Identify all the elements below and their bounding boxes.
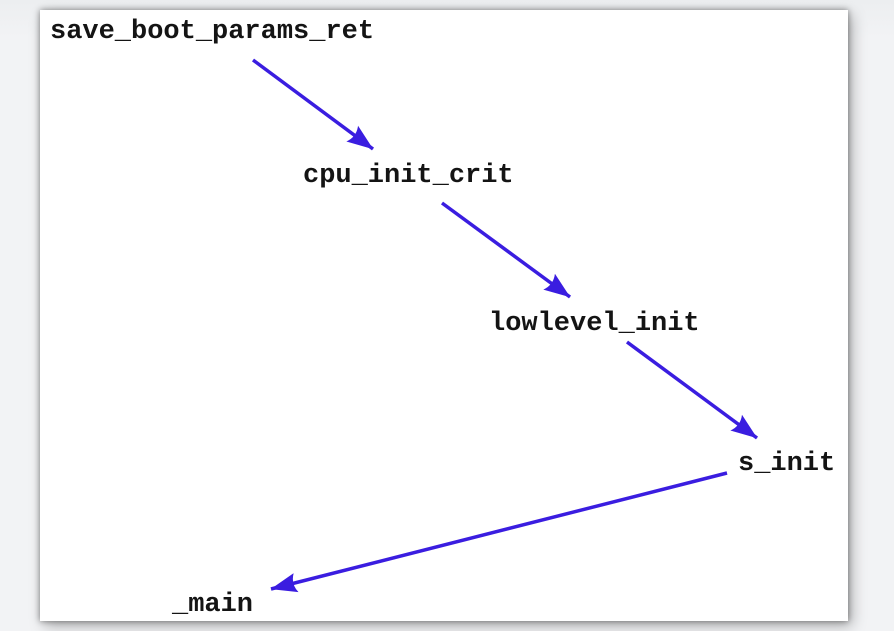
arrow-lowlevel_init-to-s_init [625,340,759,440]
node-label-_main: _main [172,590,254,620]
node-label-s_init: s_init [738,449,836,479]
arrow-save_boot_params_ret-to-cpu_init_crit [251,58,375,151]
node-label-lowlevel_init: lowlevel_init [489,309,700,339]
node-label-cpu_init_crit: cpu_init_crit [303,161,514,191]
node-label-save_boot_params_ret: save_boot_params_ret [50,17,375,47]
arrow-s_init-to-_main [270,471,728,593]
arrow-layer [251,58,759,593]
arrow-cpu_init_crit-to-lowlevel_init [440,201,572,299]
